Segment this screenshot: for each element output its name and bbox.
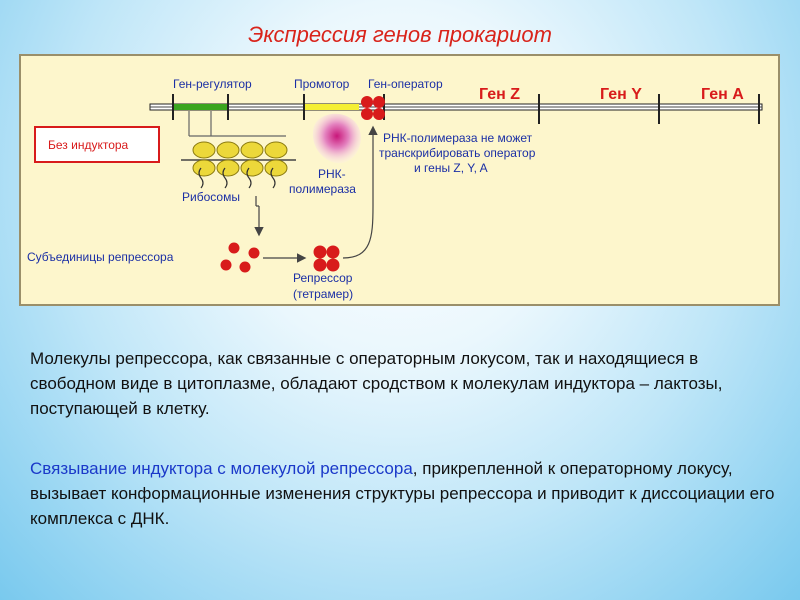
regulator-gene-label: Ген-регулятор — [173, 77, 252, 91]
rna-polymerase-blob — [312, 113, 361, 164]
paragraph-inducer-binding: Связывание индуктора с молекулой репресс… — [30, 456, 780, 531]
paragraph-highlight: Связывание индуктора с молекулой репресс… — [30, 459, 413, 478]
ribosomes-label: Рибосомы — [182, 190, 240, 204]
binding-arrow — [342, 125, 378, 259]
promoter-label: Промотор — [294, 77, 350, 91]
paragraph-repressor-affinity: Молекулы репрессора, как связанные с опе… — [30, 349, 723, 418]
ribosomes-group — [181, 141, 296, 189]
repressor-subunits-label: Субъединицы репрессора — [27, 250, 174, 264]
polymerase-note-line2: транскрибировать оператор — [379, 146, 536, 160]
regulator-gene-segment — [173, 104, 228, 110]
paragraph-rest: , прикрепленной к операторному локусу, в… — [30, 459, 775, 528]
polymerase-note-line3: и гены Z, Y, A — [414, 161, 488, 175]
promoter-segment — [304, 104, 359, 110]
gene-z-label: Ген Z — [479, 86, 520, 103]
slide-title: Экспрессия генов прокариот — [248, 22, 552, 47]
translation-arrow — [254, 196, 264, 237]
repressor-subunits — [220, 242, 260, 273]
repressor-label-line2: (тетрамер) — [293, 287, 353, 301]
operator-gene-label: Ген-оператор — [368, 77, 443, 91]
operon-diagram: Ген-регулятор Промотор Ген-оператор Ген … — [27, 77, 763, 301]
polymerase-note-line1: РНК-полимераза не может — [383, 131, 533, 145]
repressor-label-line1: Репрессор — [293, 271, 353, 285]
dna-strand — [149, 103, 763, 111]
repressor-tetramer — [313, 245, 340, 272]
rna-polymerase-label-line1: РНК- — [318, 167, 346, 181]
bound-repressor — [361, 96, 385, 120]
gene-y-label: Ген Y — [600, 86, 642, 103]
gene-a-label: Ген A — [701, 86, 744, 103]
no-inducer-box — [34, 126, 160, 163]
rna-polymerase-label-line2: полимераза — [289, 182, 356, 196]
regulator-connectors — [188, 111, 286, 137]
operon-diagram-panel: Ген-регулятор Промотор Ген-оператор Ген … — [19, 54, 780, 306]
no-inducer-label: Без индуктора — [48, 138, 129, 152]
